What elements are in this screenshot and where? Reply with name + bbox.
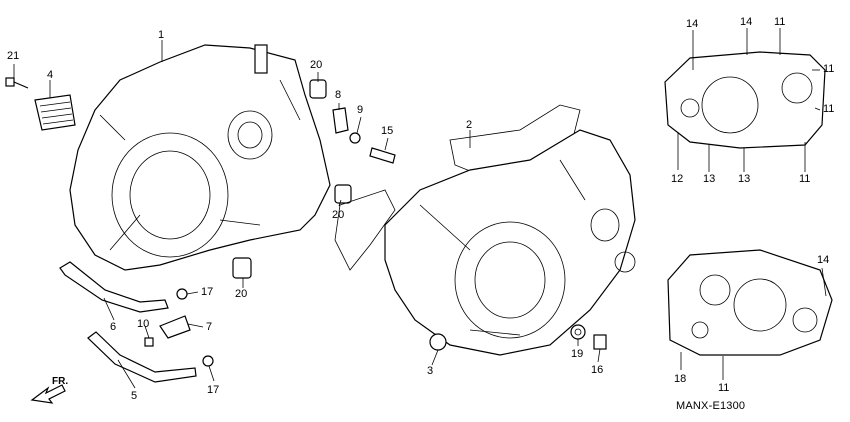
callout-1: 1 <box>158 29 165 41</box>
oil-pipes <box>59 261 214 383</box>
callout-11-e: 11 <box>718 382 730 394</box>
callout-5: 5 <box>131 390 138 402</box>
callout-20-c: 20 <box>235 288 248 300</box>
callout-18: 18 <box>674 373 687 385</box>
front-direction-arrow-icon <box>30 384 66 404</box>
drain-hardware <box>570 324 607 350</box>
callout-16: 16 <box>591 364 604 376</box>
callout-14-a: 14 <box>686 18 699 30</box>
callout-11-d: 11 <box>799 173 811 185</box>
callout-13-b: 13 <box>738 173 751 185</box>
callout-19: 19 <box>571 348 584 360</box>
callout-17-a: 17 <box>201 286 214 298</box>
diagram-code: MANX-E1300 <box>676 400 746 412</box>
callout-11-b: 11 <box>823 63 835 75</box>
oil-strainer <box>34 94 76 131</box>
callout-4: 4 <box>47 69 54 81</box>
callout-8: 8 <box>335 89 342 101</box>
inset-bottom-right <box>667 249 833 356</box>
callout-9: 9 <box>357 104 364 116</box>
callout-17-b: 17 <box>207 384 220 396</box>
callout-7: 7 <box>206 321 213 333</box>
right-crankcase <box>69 44 331 271</box>
callout-12: 12 <box>671 173 684 185</box>
callout-20-a: 20 <box>310 59 323 71</box>
leader-lines <box>13 28 827 389</box>
callout-11-c: 11 <box>823 103 835 115</box>
callout-6: 6 <box>110 321 117 333</box>
dowel-pins-20 <box>232 79 352 279</box>
callout-21: 21 <box>7 50 20 62</box>
callout-2: 2 <box>466 119 473 131</box>
callout-14-c: 14 <box>817 254 830 266</box>
small-hardware <box>332 107 396 164</box>
callout-10: 10 <box>137 318 150 330</box>
left-crankcase <box>384 129 636 356</box>
bolt-21 <box>5 77 29 89</box>
callout-11-a: 11 <box>774 16 786 28</box>
callout-14-b: 14 <box>740 16 753 28</box>
callout-15: 15 <box>381 125 394 137</box>
callout-3: 3 <box>427 365 434 377</box>
front-direction-label: FR. <box>52 376 69 387</box>
callout-13-a: 13 <box>703 173 716 185</box>
inset-top-right <box>664 51 826 149</box>
callout-20-b: 20 <box>332 209 345 221</box>
